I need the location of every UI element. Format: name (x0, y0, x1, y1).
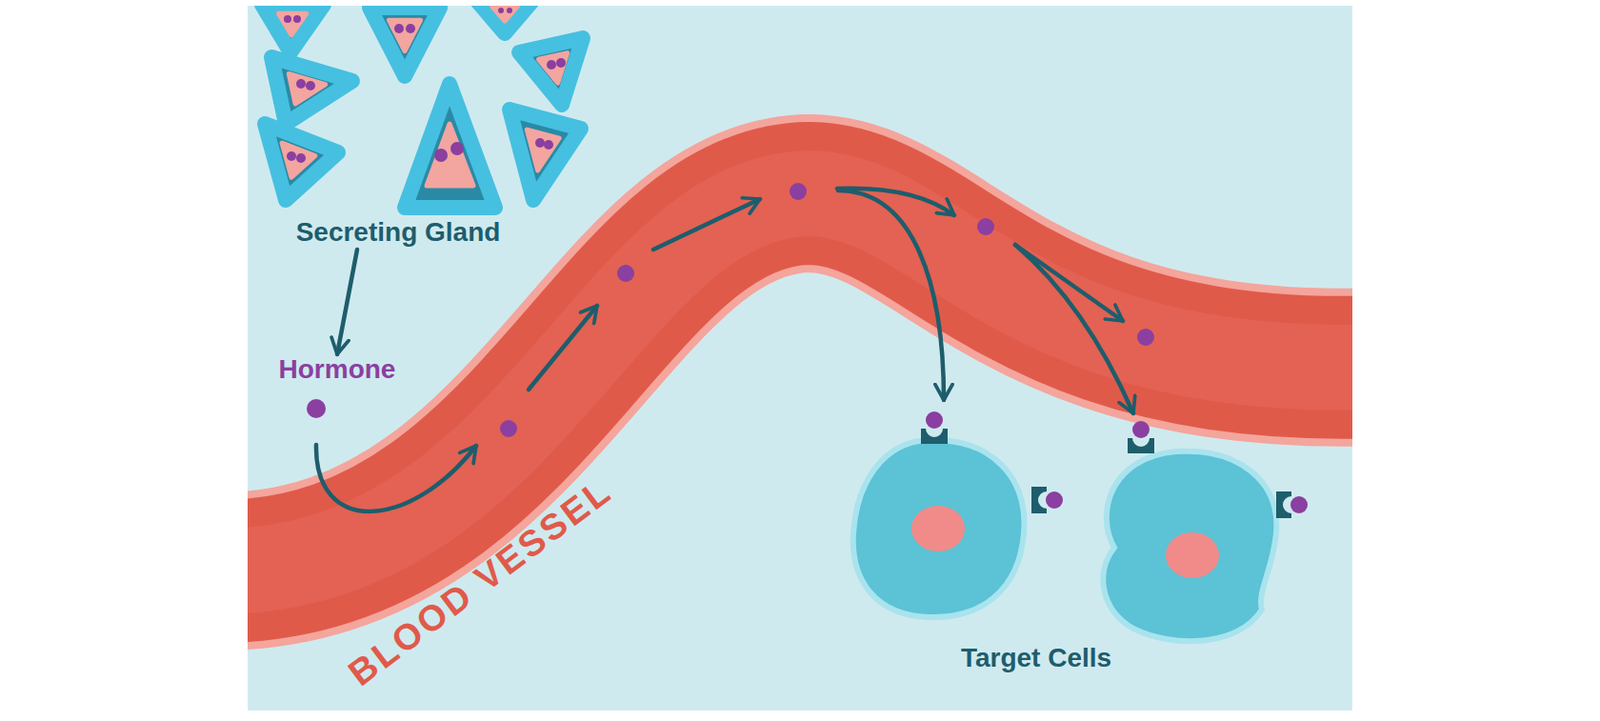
gland-cell (404, 83, 496, 208)
hormones-in-blood (500, 182, 1155, 438)
cell-body (1102, 451, 1277, 641)
granule (293, 15, 301, 23)
hormone-label: Hormone (270, 354, 404, 385)
gland-cell (271, 57, 353, 124)
granule (405, 23, 416, 34)
granule (535, 138, 545, 148)
cell-nucleus (911, 505, 965, 552)
bound-hormones (925, 411, 1308, 514)
granule (394, 23, 404, 34)
flow-arrow (1015, 244, 1123, 321)
cell-core (278, 13, 306, 36)
gland-cell (476, 5, 534, 34)
hormone-dot (1132, 420, 1150, 439)
granule (498, 7, 504, 14)
hormone-dot (1290, 496, 1308, 514)
target-cells-node: Target Cells (838, 400, 1305, 686)
target-cell (1102, 451, 1277, 641)
granule (556, 58, 566, 68)
hormone-dot (925, 411, 943, 429)
receptor (920, 428, 948, 444)
hormone-dot (789, 182, 807, 200)
hormone-dot (1137, 328, 1155, 346)
hormone-dot (617, 264, 635, 282)
granule (283, 15, 292, 23)
cell-core (426, 123, 474, 186)
hormone-dot (306, 399, 326, 419)
gland-cytoplasm (278, 5, 567, 186)
flow-arrows (528, 188, 1134, 414)
target-cell (853, 440, 1025, 618)
receptors (920, 428, 1292, 519)
granule (286, 151, 297, 161)
vessel-node: BLOOD VESSEL (476, 142, 839, 458)
granule (305, 80, 316, 91)
flow-arrow (837, 188, 955, 216)
cell-core (539, 53, 568, 84)
flow-arrow (653, 199, 760, 250)
cell-core (492, 5, 519, 21)
gland-cell (369, 7, 440, 77)
cell-core (388, 20, 420, 51)
cell-core (526, 129, 560, 171)
cell-body (853, 440, 1025, 618)
granule (296, 153, 306, 163)
hormone-dot (1045, 491, 1063, 509)
cell-core (281, 142, 316, 178)
granule (434, 148, 448, 162)
cell-nucleus (1165, 532, 1220, 579)
flow-arrow (1015, 244, 1134, 414)
granule (506, 7, 513, 14)
gland-node: Secreting Gland (255, 0, 541, 250)
receptor (1127, 438, 1155, 454)
flow-connector (838, 190, 944, 400)
granule (450, 141, 464, 156)
gland-granules (283, 7, 566, 163)
receptor (1031, 486, 1047, 514)
hormone-dot (977, 218, 995, 236)
gland-cell (261, 5, 324, 53)
flow-connector (316, 444, 477, 512)
gland-cell (509, 109, 581, 200)
granule (296, 79, 306, 89)
gland-cell (519, 38, 583, 105)
granule (543, 140, 554, 150)
gland-cells (261, 5, 583, 208)
receptor (1276, 491, 1292, 519)
flow-connector (337, 249, 358, 355)
flow-arrow (528, 305, 598, 390)
granule (546, 60, 557, 70)
gland-cell (264, 123, 339, 200)
hormone-node: Hormone (270, 354, 404, 445)
hormone-dot (500, 420, 518, 438)
target-label: Target Cells (838, 642, 1235, 674)
cell-core (288, 73, 325, 104)
gland-label: Secreting Gland (255, 217, 541, 248)
